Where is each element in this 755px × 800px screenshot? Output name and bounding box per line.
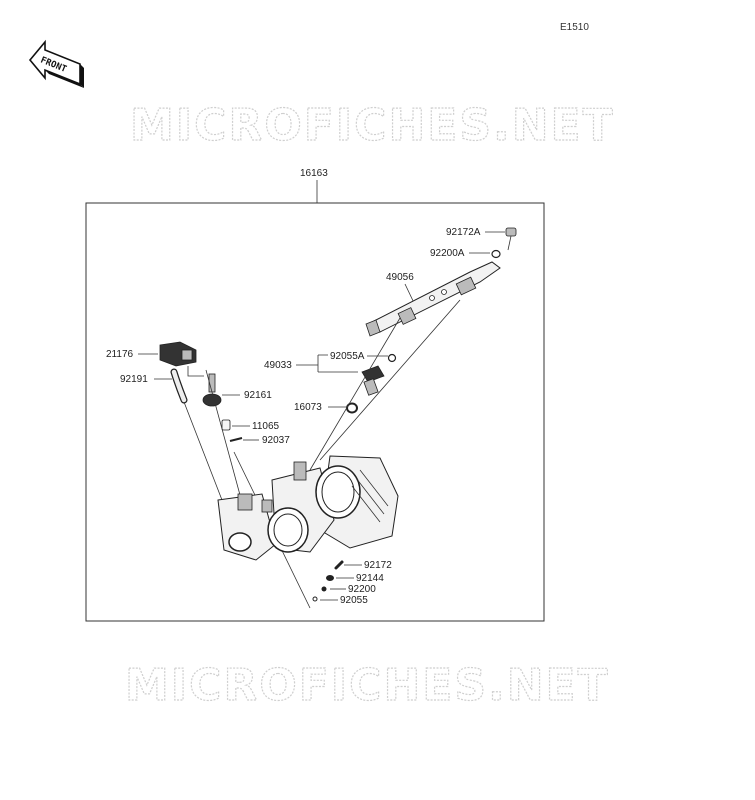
washer-92200 — [321, 586, 327, 592]
label-92191: 92191 — [120, 374, 148, 385]
label-11065: 11065 — [252, 421, 280, 432]
clamp-92037 — [229, 437, 243, 442]
cap-11065 — [221, 419, 231, 431]
o-ring-92055A — [387, 353, 397, 363]
injector-49033 — [361, 365, 385, 396]
assembly-frame — [85, 202, 545, 622]
o-ring-92055 — [312, 596, 318, 602]
spring-92144 — [326, 575, 334, 581]
fitting-92161 — [202, 373, 222, 407]
label-92055A: 92055A — [330, 351, 365, 362]
sensor-21176 — [159, 341, 204, 377]
fuel-rail-49056 — [365, 261, 501, 337]
label-16073: 16073 — [294, 402, 322, 413]
bolt-92172A — [505, 227, 517, 251]
label-49033: 49033 — [264, 360, 292, 371]
label-92172A: 92172A — [446, 227, 481, 238]
label-21176: 21176 — [106, 349, 134, 360]
label-92172: 92172 — [364, 560, 392, 571]
label-92055: 92055 — [340, 595, 368, 606]
throttle-body-assembly — [217, 455, 399, 561]
label-92161: 92161 — [244, 390, 272, 401]
label-49056: 49056 — [386, 272, 414, 283]
label-92200: 92200 — [348, 584, 376, 595]
label-92037: 92037 — [262, 435, 290, 446]
watermark-bottom: MICROFICHES.NET — [125, 660, 610, 711]
assembly-number-label: 16163 — [300, 168, 328, 179]
washer-92200A — [491, 249, 501, 259]
screw-92172 — [334, 560, 344, 570]
label-92144: 92144 — [356, 573, 384, 584]
label-92200A: 92200A — [430, 248, 465, 259]
diagram-code: E1510 — [560, 22, 589, 33]
watermark-top: MICROFICHES.NET — [130, 100, 615, 151]
front-arrow-icon: FRONT — [28, 39, 84, 88]
